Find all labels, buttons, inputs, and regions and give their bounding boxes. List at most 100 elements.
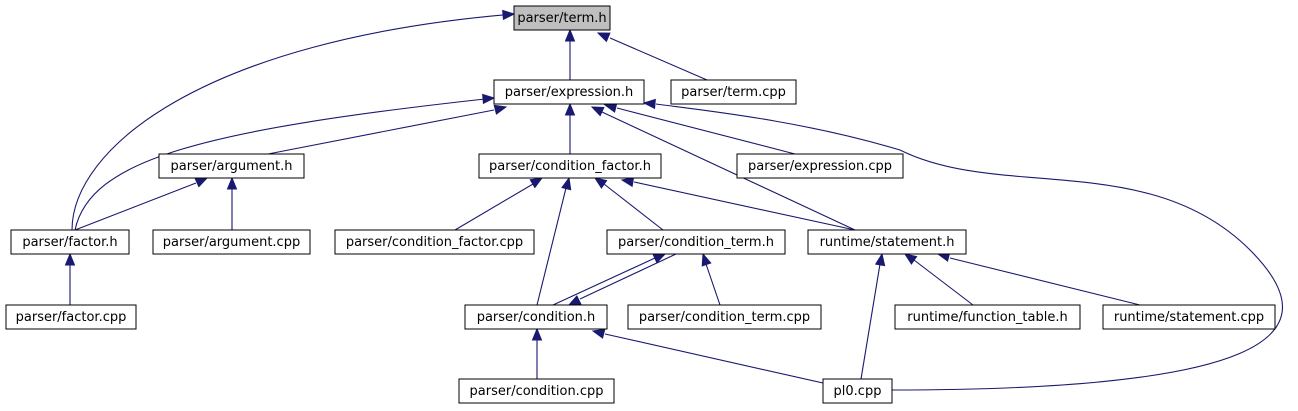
edge-factor-cpp-to-factor-h (64, 252, 76, 305)
node-condition-factor-cpp[interactable]: parser/condition_factor.cpp (334, 229, 535, 255)
arrowhead (226, 176, 238, 190)
node-box (5, 304, 137, 330)
arrowhead (593, 177, 608, 189)
node-expression-h[interactable]: parser/expression.h (493, 79, 645, 105)
edge-factor-h-to-expression-h (74, 93, 496, 231)
node-factor-cpp[interactable]: parser/factor.cpp (5, 304, 137, 330)
arrowhead (701, 252, 712, 267)
edge-line (655, 103, 1284, 391)
edge-function-table-h-to-statement-h (903, 253, 974, 306)
node-label: parser/condition_factor.cpp (346, 235, 523, 250)
node-box (736, 153, 904, 179)
node-condition-factor-h[interactable]: parser/condition_factor.h (478, 153, 662, 179)
edge-condition-term-cpp-to-condition-term-h (701, 252, 721, 306)
nodes: parser/term.h parser/expression.h parser/t… (5, 5, 1276, 404)
node-label: parser/condition_term.h (618, 235, 774, 250)
edge-line (74, 97, 495, 231)
edge-line (609, 37, 708, 81)
node-box (822, 378, 893, 404)
node-box (458, 378, 615, 404)
node-condition-cpp[interactable]: parser/condition.cpp (458, 378, 615, 404)
node-box (807, 229, 967, 255)
node-statement-cpp[interactable]: runtime/statement.cpp (1102, 304, 1276, 330)
node-label: runtime/statement.h (820, 235, 955, 250)
arrowhead (591, 328, 606, 339)
edge-line (616, 107, 796, 155)
edge-line (71, 13, 515, 231)
edge-condition-cpp-to-condition-h (531, 327, 543, 379)
node-label: parser/condition_factor.h (489, 159, 651, 174)
node-label: parser/condition.h (477, 310, 596, 325)
node-function-table-h[interactable]: runtime/function_table.h (894, 304, 1081, 330)
node-factor-h[interactable]: parser/factor.h (10, 229, 130, 255)
node-statement-h[interactable]: runtime/statement.h (807, 229, 967, 255)
edge-line (604, 333, 824, 384)
node-box (627, 304, 822, 330)
node-label: parser/expression.cpp (748, 159, 892, 174)
edge-line (74, 182, 197, 231)
edge-argument-h-to-expression-h (267, 104, 508, 155)
arrowhead (874, 252, 886, 267)
edge-statement-h-to-condition-factor-h (620, 176, 856, 231)
node-box (334, 229, 535, 255)
edge-condition-h-to-condition-factor-h (536, 176, 572, 306)
edge-pl0-cpp-to-condition-h (591, 328, 824, 384)
edge-line (603, 183, 664, 231)
node-label: runtime/statement.cpp (1114, 310, 1264, 325)
node-box (670, 79, 797, 105)
arrowhead (64, 252, 76, 266)
arrowhead (531, 327, 543, 341)
node-label: parser/argument.h (170, 159, 292, 174)
edges (64, 9, 1284, 391)
arrowhead (903, 253, 918, 265)
edge-term-cpp-to-term-h (596, 32, 708, 81)
edge-line (454, 183, 534, 231)
node-label: parser/condition_term.cpp (639, 310, 810, 325)
node-box (152, 229, 311, 255)
arrowhead (194, 177, 209, 188)
edge-expression-h-to-term-h (564, 28, 576, 80)
edge-condition-term-h-to-condition-h (567, 253, 677, 306)
edge-pl0-cpp-to-statement-h (860, 252, 886, 380)
edge-line (552, 257, 656, 306)
edge-line (579, 253, 677, 300)
node-condition-term-h[interactable]: parser/condition_term.h (606, 229, 786, 255)
edge-line (633, 181, 856, 231)
edge-line (601, 111, 856, 231)
arrowhead (603, 102, 618, 113)
node-expression-cpp[interactable]: parser/expression.cpp (736, 153, 904, 179)
node-condition-h[interactable]: parser/condition.h (464, 304, 608, 330)
edge-statement-cpp-to-statement-h (936, 251, 1141, 306)
node-box (606, 229, 786, 255)
node-label: parser/term.h (517, 11, 606, 26)
edge-line (705, 263, 721, 306)
node-box (513, 5, 611, 31)
node-condition-term-cpp[interactable]: parser/condition_term.cpp (627, 304, 822, 330)
node-pl0-cpp[interactable]: pl0.cpp (822, 378, 893, 404)
arrowhead (564, 102, 576, 116)
node-term-cpp[interactable]: parser/term.cpp (670, 79, 797, 105)
node-label: parser/expression.h (505, 85, 634, 100)
edge-expression-cpp-to-expression-h (603, 102, 796, 155)
arrowhead (502, 9, 516, 21)
node-label: parser/term.cpp (681, 85, 786, 100)
edge-condition-factor-h-to-expression-h (564, 102, 576, 154)
node-argument-cpp[interactable]: parser/argument.cpp (152, 229, 311, 255)
edge-line (949, 257, 1141, 306)
edge-condition-factor-cpp-to-condition-factor-h (454, 177, 544, 231)
node-box (158, 153, 305, 179)
edge-line (536, 187, 567, 306)
edge-argument-cpp-to-argument-h (226, 176, 238, 230)
edge-line (267, 109, 495, 155)
arrowhead (561, 176, 572, 191)
arrowhead (596, 32, 611, 43)
arrowhead (529, 177, 544, 189)
edge-statement-h-to-expression-h (590, 106, 856, 231)
node-label: parser/condition.cpp (470, 384, 604, 399)
node-box (1102, 304, 1276, 330)
arrowhead (642, 98, 656, 110)
node-box (478, 153, 662, 179)
node-argument-h[interactable]: parser/argument.h (158, 153, 305, 179)
node-label: parser/factor.h (22, 235, 117, 250)
